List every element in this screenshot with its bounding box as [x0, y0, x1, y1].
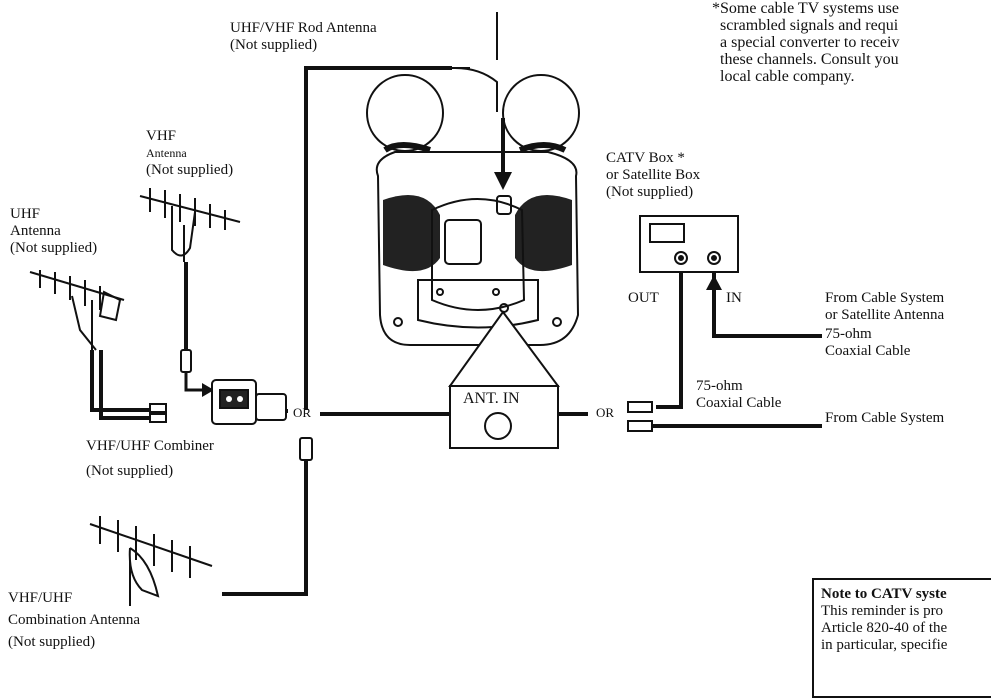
catv-note-line-1: This reminder is pro	[821, 603, 944, 619]
rod-antenna-note: (Not supplied)	[230, 37, 318, 53]
combiner-title: VHF/UHF Combiner	[86, 438, 214, 454]
arrow-to-tv	[494, 118, 512, 190]
rod-antenna	[448, 12, 498, 112]
catv-note-box: Note to CATV syste This reminder is pro …	[812, 578, 991, 698]
catv-box-note: (Not supplied)	[606, 184, 694, 200]
from-cable-or-satellite-label: From Cable System or Satellite Antenna	[825, 290, 944, 324]
uhf-antenna-note: (Not supplied)	[10, 240, 98, 256]
uhf-antenna-icon	[29, 270, 125, 351]
catv-note-title: Note to CATV syste	[821, 586, 947, 602]
uhf-antenna-title: UHF	[10, 206, 41, 222]
combination-antenna-note: (Not supplied)	[8, 634, 96, 650]
uhf-antenna-sub: Antenna	[10, 223, 61, 239]
rod-antenna-label: UHF/VHF Rod Antenna (Not supplied)	[230, 20, 377, 54]
combiner-label: VHF/UHF Combiner (Not supplied)	[86, 438, 214, 480]
catv-box	[639, 215, 739, 273]
or-label-right: OR	[596, 405, 615, 420]
uhf-antenna-label: UHF Antenna (Not supplied)	[10, 206, 97, 257]
ant-in-label: ANT. IN	[463, 390, 520, 407]
catv-box-label: CATV Box * or Satellite Box (Not supplie…	[606, 150, 700, 201]
ant-in-jack	[484, 412, 512, 440]
from-cable-system-label: From Cable System	[825, 410, 945, 426]
connectors	[149, 349, 653, 461]
vhf-antenna-title: VHF	[146, 128, 177, 144]
coax-mid-ohm: 75-ohm	[696, 378, 743, 394]
coax-cable-right-label: 75-ohm Coaxial Cable	[825, 326, 910, 360]
footnote: *Some cable TV systems use scrambled sig…	[712, 0, 900, 85]
coax-right-ohm: 75-ohm	[825, 326, 872, 342]
catv-box-title: CATV Box *	[606, 150, 685, 166]
catv-note-line-2: Article 820-40 of the	[821, 620, 948, 636]
out-label: OUT	[628, 290, 659, 306]
combination-antenna-label: VHF/UHF Combination Antenna (Not supplie…	[8, 590, 140, 651]
combination-antenna-icon	[89, 516, 213, 606]
tv-unit	[366, 74, 580, 346]
catv-box-sub: or Satellite Box	[606, 167, 701, 183]
combination-antenna-title: VHF/UHF	[8, 590, 73, 606]
combiner-note: (Not supplied)	[86, 463, 174, 479]
satellite-line: or Satellite Antenna	[825, 307, 945, 323]
in-arrow	[706, 275, 722, 290]
in-label: IN	[726, 290, 742, 306]
vhf-antenna-label: VHF Antenna (Not supplied)	[146, 128, 233, 179]
combiner	[211, 379, 287, 425]
vhf-antenna-icon	[139, 188, 241, 262]
coax-mid-type: Coaxial Cable	[696, 395, 782, 411]
connection-diagram	[29, 12, 822, 606]
coax-right-type: Coaxial Cable	[825, 343, 911, 359]
rod-antenna-title: UHF/VHF Rod Antenna	[230, 20, 377, 36]
vhf-antenna-note: (Not supplied)	[146, 162, 234, 178]
vhf-arrow	[184, 372, 214, 397]
or-label-left: OR	[293, 405, 312, 420]
combination-antenna-sub: Combination Antenna	[8, 612, 141, 628]
vhf-antenna-sub: Antenna	[146, 146, 187, 160]
catv-note-line-3: in particular, specifie	[821, 637, 948, 653]
from-cable-line: From Cable System	[825, 290, 945, 306]
coax-cable-mid-label: 75-ohm Coaxial Cable	[696, 378, 781, 412]
